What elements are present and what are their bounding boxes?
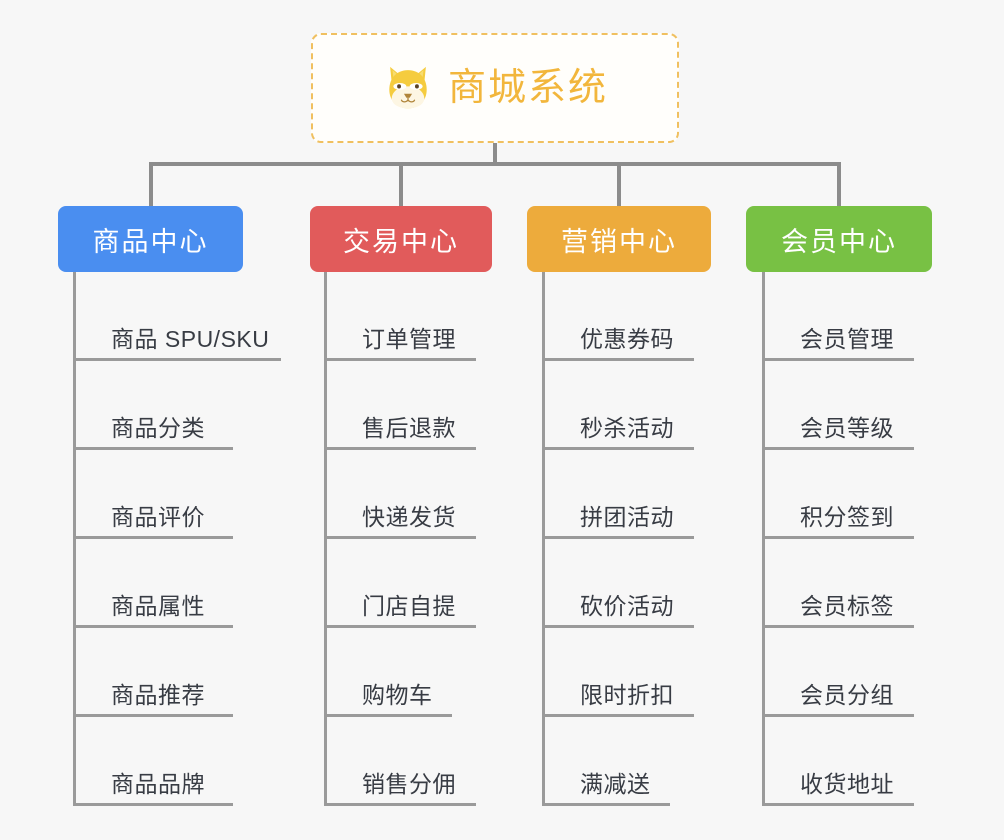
leaf-rail <box>542 272 545 806</box>
leaf-item-underline <box>762 714 914 717</box>
leaf-item-underline <box>73 447 233 450</box>
leaf-item[interactable]: 收货地址 <box>762 717 914 806</box>
leaf-item[interactable]: 拼团活动 <box>542 450 694 539</box>
leaf-item[interactable]: 商品属性 <box>73 539 233 628</box>
leaf-item-label: 商品分类 <box>111 415 205 441</box>
leaf-rail <box>73 272 76 806</box>
leaf-item[interactable]: 门店自提 <box>324 539 476 628</box>
leaf-item[interactable]: 会员等级 <box>762 361 914 450</box>
leaf-item-underline <box>542 536 694 539</box>
branch-label: 商品中心 <box>92 226 209 257</box>
leaf-item-underline <box>324 358 476 361</box>
leaf-item-underline <box>762 803 914 806</box>
leaf-item-underline <box>762 625 914 628</box>
leaf-item-label: 积分签到 <box>800 504 894 530</box>
leaf-item-label: 售后退款 <box>362 415 456 441</box>
leaf-item[interactable]: 购物车 <box>324 628 452 717</box>
leaf-item-label: 砍价活动 <box>580 593 674 619</box>
leaf-item-label: 商品推荐 <box>111 682 205 708</box>
leaf-item-underline <box>542 714 694 717</box>
leaf-item-label: 收货地址 <box>800 771 894 797</box>
leaf-item-label: 拼团活动 <box>580 504 674 530</box>
leaf-item[interactable]: 砍价活动 <box>542 539 694 628</box>
leaf-item-underline <box>324 447 476 450</box>
leaf-item-label: 优惠券码 <box>580 326 674 352</box>
leaf-item-underline <box>542 625 694 628</box>
leaf-item-underline <box>762 536 914 539</box>
leaf-item-label: 商品 SPU/SKU <box>111 326 270 352</box>
branch-drop-line-1 <box>148 162 153 206</box>
leaf-item-label: 会员标签 <box>800 593 894 619</box>
leaf-item-label: 购物车 <box>362 682 433 708</box>
leaf-item-label: 商品属性 <box>111 593 205 619</box>
leaf-item[interactable]: 销售分佣 <box>324 717 476 806</box>
leaf-item-underline <box>324 714 452 717</box>
leaf-item-underline <box>73 358 281 361</box>
leaf-item-label: 秒杀活动 <box>580 415 674 441</box>
leaf-item-label: 满减送 <box>580 771 651 797</box>
root-title: 商城系统 <box>447 67 608 109</box>
leaf-item[interactable]: 快递发货 <box>324 450 476 539</box>
leaf-item[interactable]: 限时折扣 <box>542 628 694 717</box>
root-stem-line <box>493 143 497 166</box>
shiba-dog-face-icon <box>382 62 434 114</box>
leaf-item[interactable]: 商品分类 <box>73 361 233 450</box>
branch-box-1[interactable]: 商品中心 <box>58 206 243 272</box>
leaf-item[interactable]: 商品 SPU/SKU <box>73 272 283 361</box>
leaf-rail <box>762 272 765 806</box>
leaf-item[interactable]: 订单管理 <box>324 272 476 361</box>
branch-drop-line-4 <box>837 162 841 206</box>
leaf-item-label: 销售分佣 <box>362 771 456 797</box>
leaf-item[interactable]: 秒杀活动 <box>542 361 694 450</box>
leaf-item-underline <box>542 358 694 361</box>
leaf-item-underline <box>542 803 670 806</box>
leaf-item[interactable]: 积分签到 <box>762 450 914 539</box>
branch-box-3[interactable]: 营销中心 <box>527 206 711 272</box>
leaf-item-underline <box>324 536 476 539</box>
branch-label: 会员中心 <box>781 226 897 257</box>
leaf-item[interactable]: 商品评价 <box>73 450 233 539</box>
root-node[interactable]: 商城系统 <box>311 33 679 143</box>
leaf-item-underline <box>762 447 914 450</box>
leaf-item[interactable]: 商品品牌 <box>73 717 233 806</box>
leaf-item-label: 商品品牌 <box>111 771 205 797</box>
leaf-item[interactable]: 满减送 <box>542 717 670 806</box>
leaf-item[interactable]: 售后退款 <box>324 361 476 450</box>
leaf-item-label: 会员管理 <box>800 326 894 352</box>
branch-label: 交易中心 <box>343 226 459 257</box>
branch-drop-line-3 <box>617 162 621 206</box>
branch-box-4[interactable]: 会员中心 <box>746 206 932 272</box>
leaf-item[interactable]: 会员管理 <box>762 272 914 361</box>
branch-drop-line-2 <box>399 162 403 206</box>
leaf-item-underline <box>73 714 233 717</box>
horizontal-bus-line <box>148 162 841 166</box>
leaf-item-underline <box>324 803 476 806</box>
leaf-item-label: 门店自提 <box>362 593 456 619</box>
leaf-rail <box>324 272 327 806</box>
branch-box-2[interactable]: 交易中心 <box>310 206 492 272</box>
leaf-item-label: 订单管理 <box>362 326 456 352</box>
leaf-item-underline <box>542 447 694 450</box>
leaf-item-label: 会员分组 <box>800 682 894 708</box>
branch-label: 营销中心 <box>561 226 677 257</box>
leaf-item-underline <box>73 536 233 539</box>
leaf-item-label: 限时折扣 <box>580 682 674 708</box>
leaf-item-underline <box>324 625 476 628</box>
leaf-item-label: 快递发货 <box>362 504 456 530</box>
leaf-item-underline <box>762 358 914 361</box>
leaf-item[interactable]: 会员标签 <box>762 539 914 628</box>
leaf-item-underline <box>73 625 233 628</box>
leaf-item-underline <box>73 803 233 806</box>
leaf-item-label: 商品评价 <box>111 504 205 530</box>
leaf-item-label: 会员等级 <box>800 415 894 441</box>
leaf-item[interactable]: 会员分组 <box>762 628 914 717</box>
leaf-item[interactable]: 商品推荐 <box>73 628 233 717</box>
leaf-item[interactable]: 优惠券码 <box>542 272 694 361</box>
